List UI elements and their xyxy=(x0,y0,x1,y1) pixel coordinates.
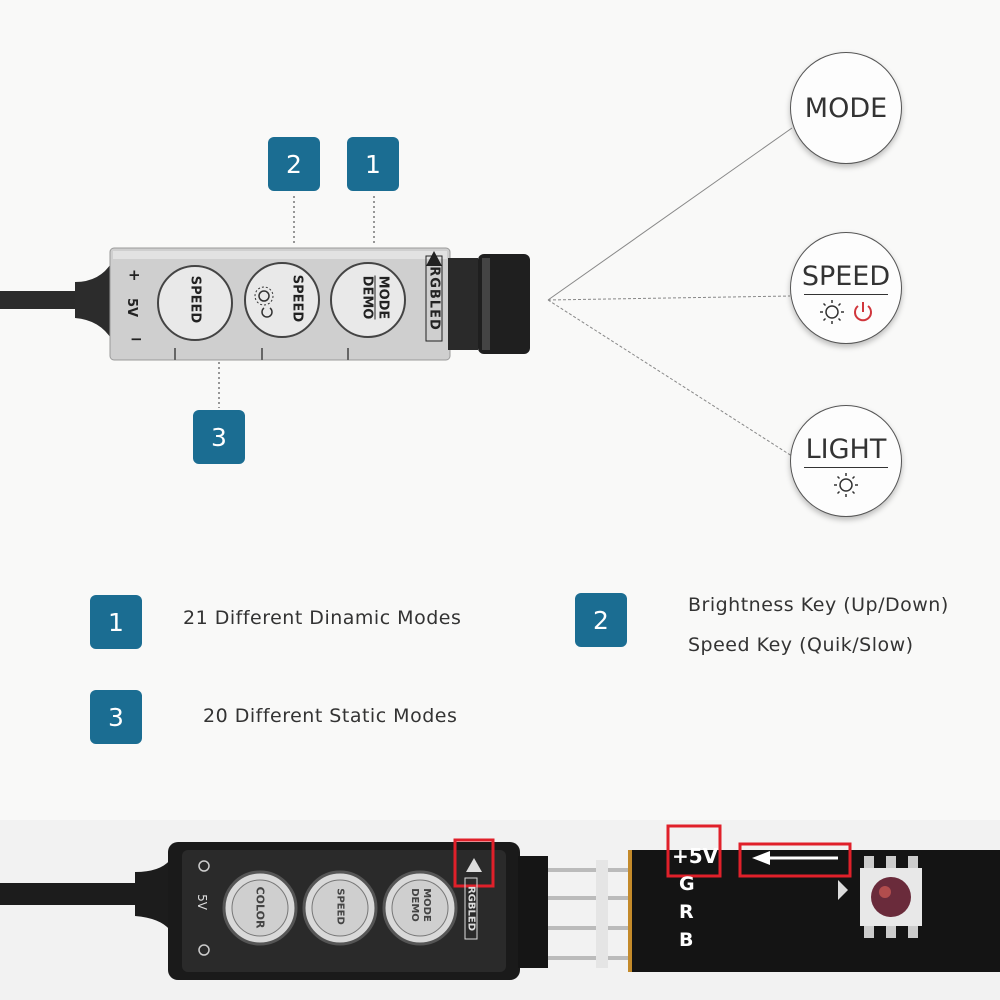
sun-power-icon xyxy=(254,286,274,318)
speed-button-shape xyxy=(157,265,233,341)
pin-label-g: G xyxy=(679,873,695,895)
legend-text-3: 20 Different Static Modes xyxy=(203,705,458,727)
triangle-highlight-box xyxy=(453,838,495,888)
speed-button-label: SPEED xyxy=(187,275,203,324)
speed-function-circle: SPEED xyxy=(790,232,902,344)
speed-function-label: SPEED xyxy=(801,261,891,292)
mode-button-label: MODE xyxy=(374,275,391,320)
speed-brightness-button-shape xyxy=(244,262,320,338)
plus-terminal-label: + xyxy=(128,266,141,284)
voltage-label: 5V xyxy=(124,297,140,318)
controller-diagram xyxy=(0,127,796,459)
pin-label-5v: +5V xyxy=(672,844,719,868)
mode-button-shape xyxy=(330,262,406,338)
controller-connector xyxy=(478,254,530,354)
power-icon xyxy=(854,302,872,322)
warning-triangle-icon xyxy=(426,251,442,266)
brightness-icon xyxy=(834,473,858,497)
bottom-voltage-label: 5V xyxy=(194,894,209,910)
pin-label-r: R xyxy=(679,901,694,923)
sun-power-icons xyxy=(820,300,872,324)
bottom-mode-button[interactable]: MODE DEMO xyxy=(408,877,432,933)
light-function-circle: LIGHT xyxy=(790,405,902,517)
speed-button[interactable]: SPEED xyxy=(188,265,203,335)
plus5v-highlight-box xyxy=(666,824,722,878)
controller-strip-photo xyxy=(0,820,1000,1000)
minus-terminal-label: − xyxy=(130,330,143,348)
mode-button[interactable]: MODE DEMO xyxy=(360,263,391,333)
bottom-mode-label: MODE xyxy=(421,888,432,922)
legend-text-2-line1: Brightness Key (Up/Down) xyxy=(688,594,949,616)
pin-label-b: B xyxy=(679,929,694,951)
bottom-speed-button[interactable]: SPEED xyxy=(334,888,346,925)
legend-badge-1: 1 xyxy=(90,595,142,649)
cable-strain-relief xyxy=(75,262,112,340)
sun-icon xyxy=(820,300,844,324)
legend-text-2-line2: Speed Key (Quik/Slow) xyxy=(688,634,914,656)
bottom-demo-label: DEMO xyxy=(409,888,420,922)
light-function-label: LIGHT xyxy=(805,434,887,465)
bottom-brand-label: RGBLED xyxy=(464,877,478,940)
speed-brightness-button[interactable]: SPEED xyxy=(290,264,305,334)
legend-badge-2: 2 xyxy=(575,593,627,647)
demo-button-label: DEMO xyxy=(359,275,375,320)
controller-connector-collar xyxy=(448,258,478,350)
callout-badge-2: 2 xyxy=(268,137,320,191)
brand-label: RGBLED xyxy=(425,255,443,342)
callout-badge-3: 3 xyxy=(193,410,245,464)
speed-brightness-button-label: SPEED xyxy=(289,274,305,323)
legend-text-1: 21 Different Dinamic Modes xyxy=(183,607,462,629)
led-strip xyxy=(628,850,1000,972)
legend-badge-3: 3 xyxy=(90,690,142,744)
mode-function-label: MODE xyxy=(804,93,888,124)
bottom-color-button[interactable]: COLOR xyxy=(253,886,267,929)
mode-function-circle: MODE xyxy=(790,52,902,164)
arrow-highlight-box xyxy=(738,842,852,878)
callout-badge-1: 1 xyxy=(347,137,399,191)
